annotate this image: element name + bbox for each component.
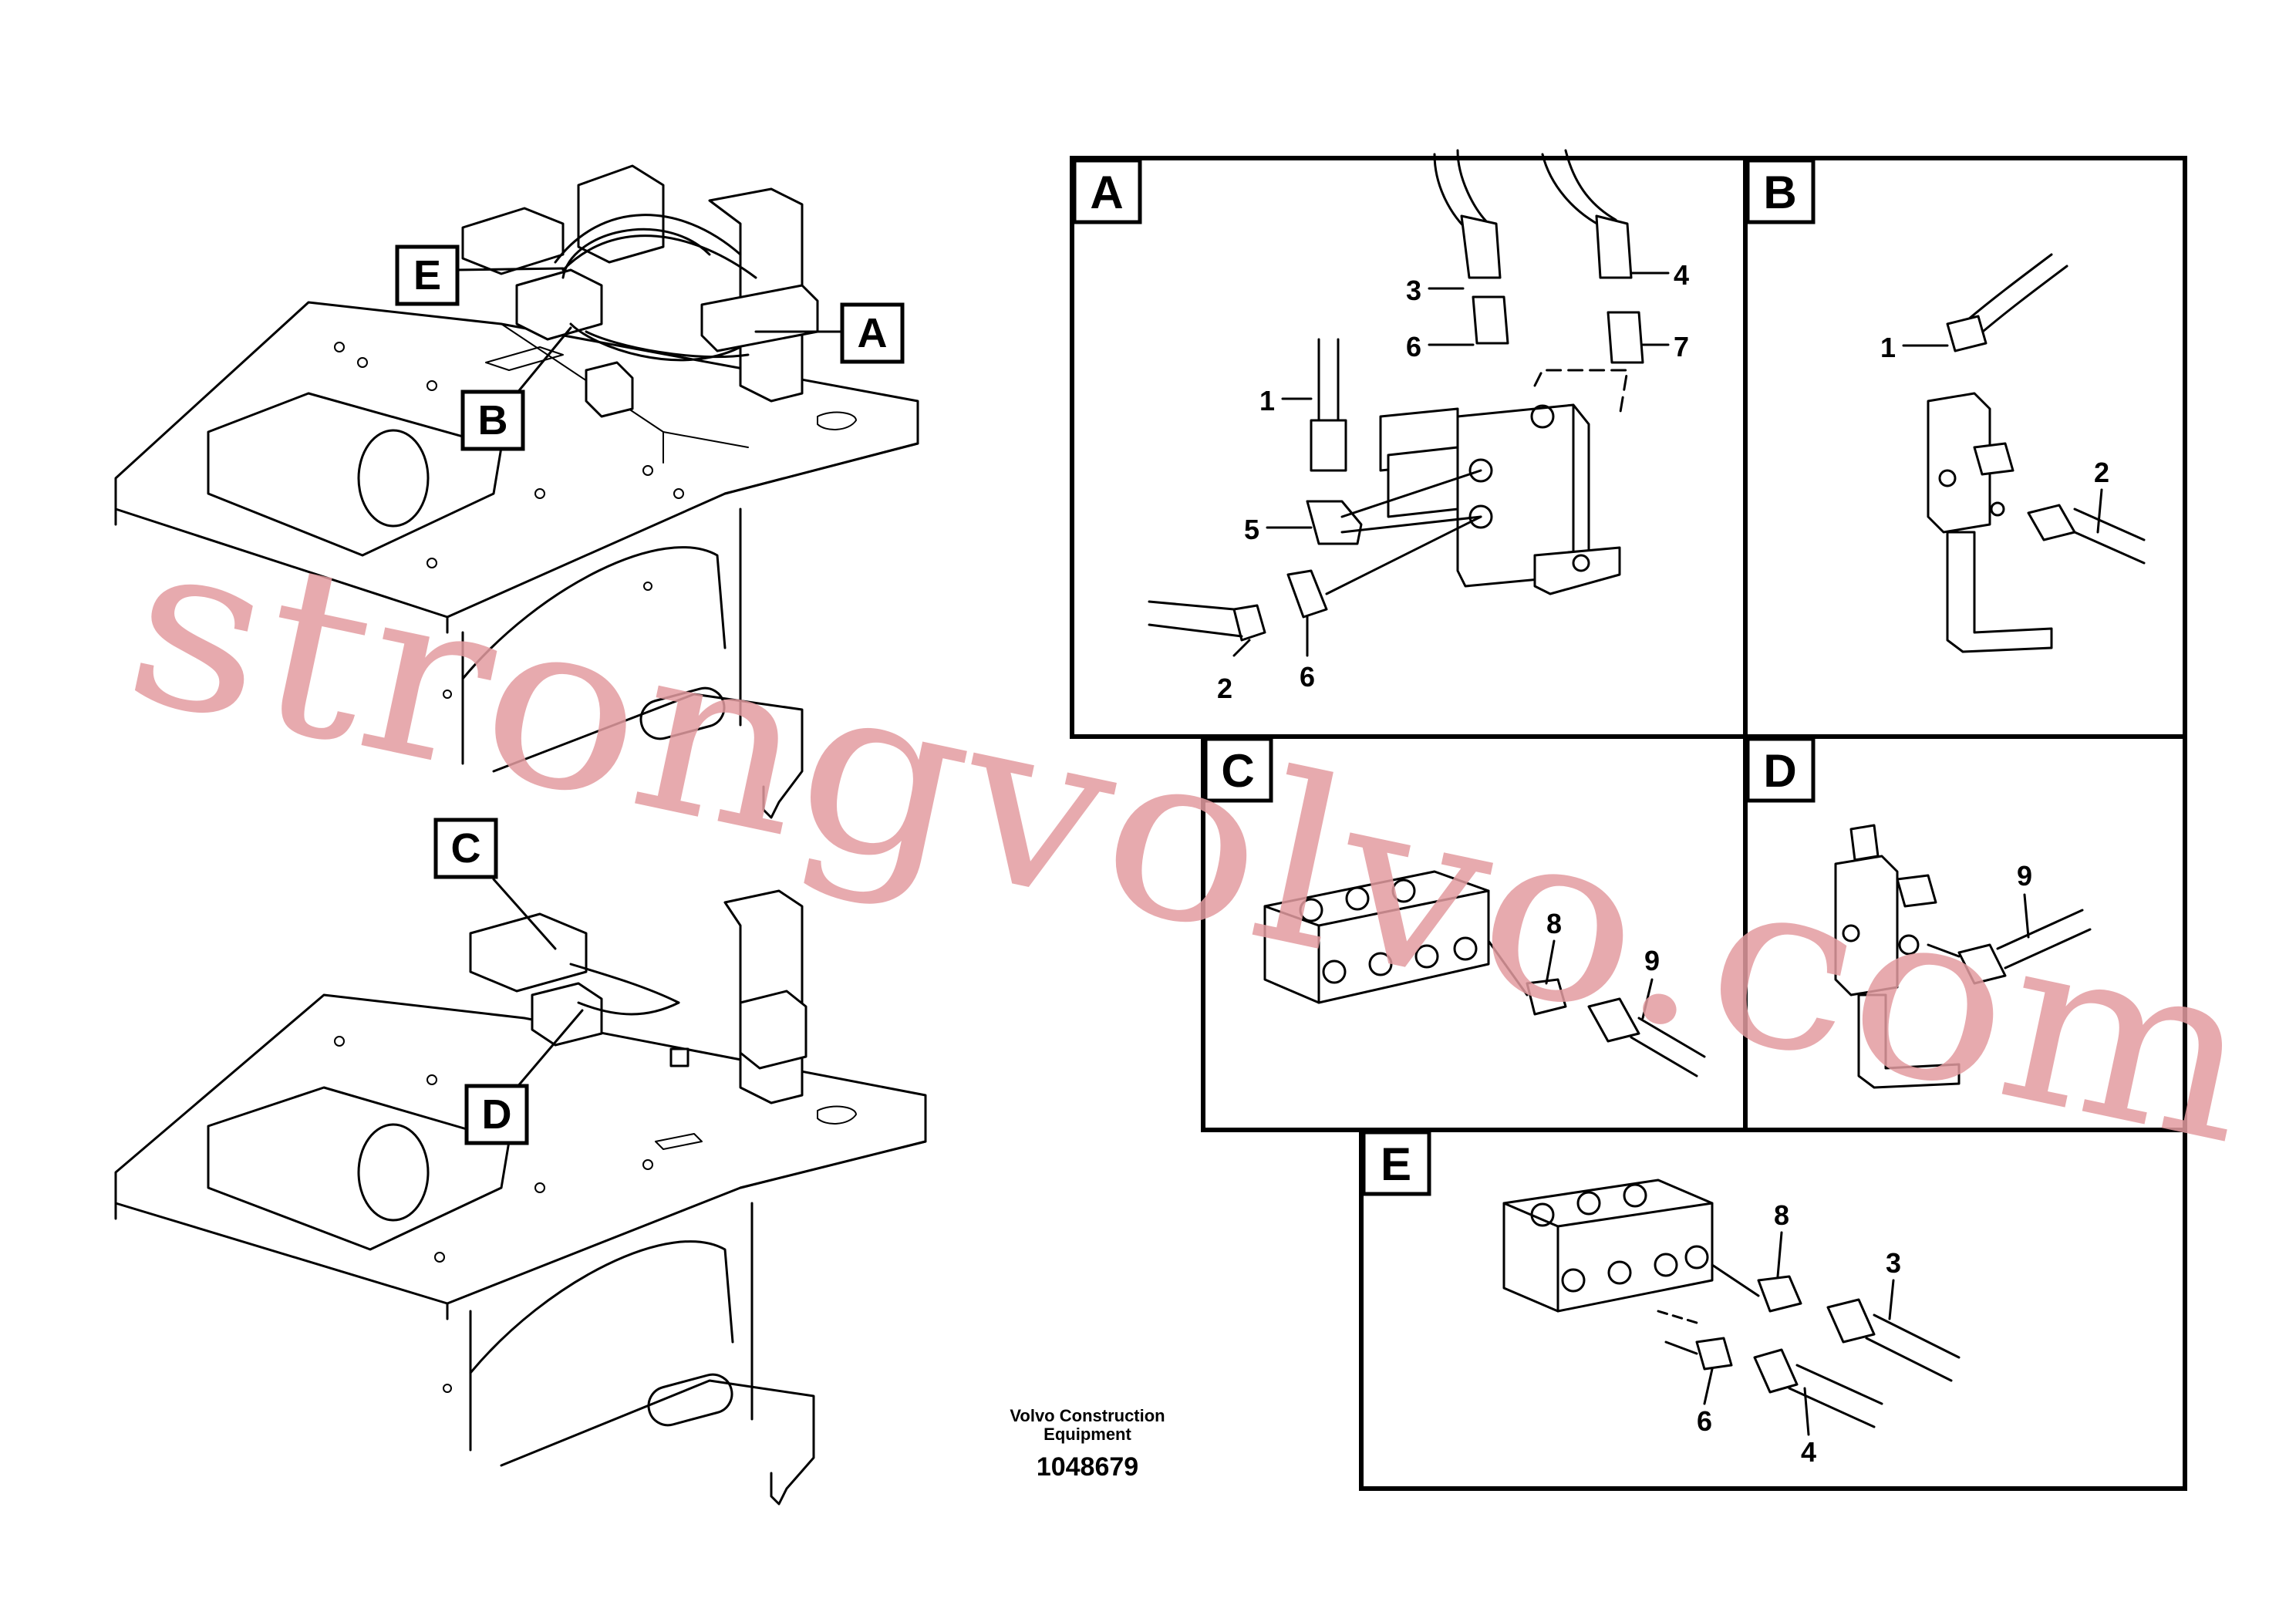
panel-B-title: B	[1763, 167, 1796, 218]
overview-bottom: C D	[114, 818, 927, 1506]
panel-A-part-2: 2	[1217, 673, 1232, 704]
panel-E-part-3: 3	[1886, 1247, 1901, 1279]
panel-B: B 1 2	[1743, 156, 2187, 739]
panel-A-part-4: 4	[1674, 259, 1689, 291]
overview-top: E A B	[114, 164, 919, 819]
caption: Volvo Construction Equipment 1048679	[1010, 1406, 1165, 1482]
callout-E[interactable]: E	[395, 244, 565, 306]
panel-A-part-6b: 6	[1300, 661, 1315, 693]
panel-A-title: A	[1090, 167, 1123, 218]
panel-A-part-3: 3	[1406, 275, 1421, 306]
panel-E: E	[1359, 1128, 2187, 1491]
panel-C-drawing	[1263, 870, 1706, 1077]
panel-A-part-6a: 6	[1406, 331, 1421, 363]
panel-E-part-labels: 8 3 6 4	[1697, 1199, 1901, 1468]
valve-assembly-top	[461, 164, 819, 418]
caption-number: 1048679	[1037, 1452, 1138, 1482]
callout-C[interactable]: C	[433, 818, 557, 950]
caption-company-line1: Volvo Construction	[1010, 1406, 1165, 1425]
callout-B-label: B	[478, 397, 508, 443]
panel-E-part-4: 4	[1801, 1436, 1816, 1468]
panel-A-drawing	[1148, 149, 1644, 642]
panel-D-part-9: 9	[2017, 860, 2032, 892]
panel-E-part-8: 8	[1774, 1199, 1789, 1231]
panel-D-drawing	[1834, 824, 2092, 1089]
callout-C-label: C	[451, 825, 481, 872]
panel-C-leaders	[1545, 939, 1654, 1020]
callout-E-label: E	[413, 252, 441, 298]
callout-B[interactable]: B	[460, 326, 572, 451]
panel-A-leaders	[1232, 271, 1670, 657]
panel-C-title: C	[1221, 745, 1254, 797]
panel-A-part-7: 7	[1674, 331, 1689, 363]
panel-E-leaders	[1703, 1231, 1895, 1436]
frame-plate-top	[114, 301, 919, 819]
panel-B-part-2: 2	[2094, 457, 2109, 488]
panel-A-part-labels: 1 2 3 4 5 6 6 7	[1217, 259, 1689, 704]
panel-E-part-6: 6	[1697, 1405, 1712, 1437]
panel-A: A	[1070, 149, 1748, 739]
callout-A-label: A	[858, 310, 888, 356]
panel-D-title: D	[1763, 745, 1796, 797]
panel-B-leaders	[1902, 344, 2103, 534]
valve-assembly-bottom	[469, 889, 807, 1104]
panel-C-part-9: 9	[1644, 945, 1660, 976]
panel-B-drawing	[1927, 253, 2146, 653]
panel-C-part-labels: 8 9	[1546, 908, 1660, 976]
panel-E-title: E	[1381, 1138, 1411, 1190]
panel-D-leaders	[2023, 893, 2030, 939]
panel-A-part-1: 1	[1259, 385, 1275, 416]
panel-B-part-1: 1	[1880, 332, 1896, 363]
panel-C-part-8: 8	[1546, 908, 1562, 939]
caption-company-line2: Equipment	[1043, 1425, 1131, 1444]
panel-D-part-labels: 9	[2017, 860, 2032, 892]
frame-plate-bottom	[114, 993, 927, 1506]
panel-B-part-labels: 1 2	[1880, 332, 2109, 488]
panel-E-drawing	[1502, 1179, 1961, 1428]
callout-D[interactable]: D	[464, 1009, 584, 1145]
callout-A[interactable]: A	[754, 302, 905, 364]
callout-D-label: D	[482, 1091, 512, 1138]
panel-A-part-5: 5	[1244, 514, 1259, 545]
